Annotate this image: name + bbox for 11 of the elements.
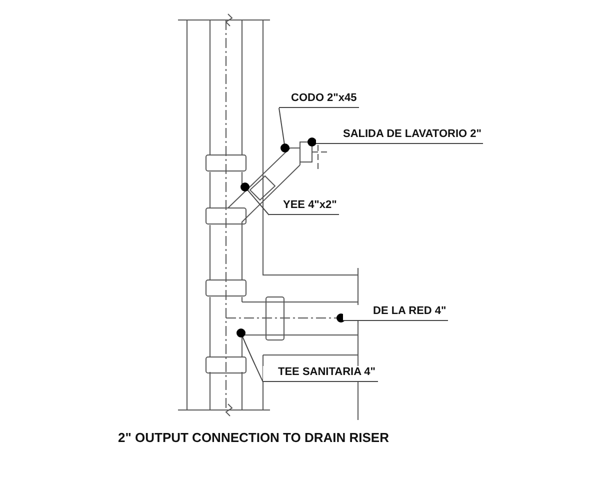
leader-line — [308, 138, 316, 146]
callout-label: DE LA RED 4" — [343, 305, 448, 321]
leader-line — [336, 314, 346, 322]
leader-line — [278, 108, 290, 152]
leader-line — [240, 182, 270, 216]
callout-label: TEE SANITARIA 4" — [263, 366, 378, 382]
callout-label: YEE 4"x2" — [269, 199, 339, 215]
drawing-caption: 2" OUTPUT CONNECTION TO DRAIN RISER — [118, 430, 389, 445]
leader-line — [236, 328, 264, 382]
callout-label: SALIDA DE LAVATORIO 2" — [316, 128, 484, 144]
callout-label: CODO 2"x45 — [279, 92, 359, 108]
